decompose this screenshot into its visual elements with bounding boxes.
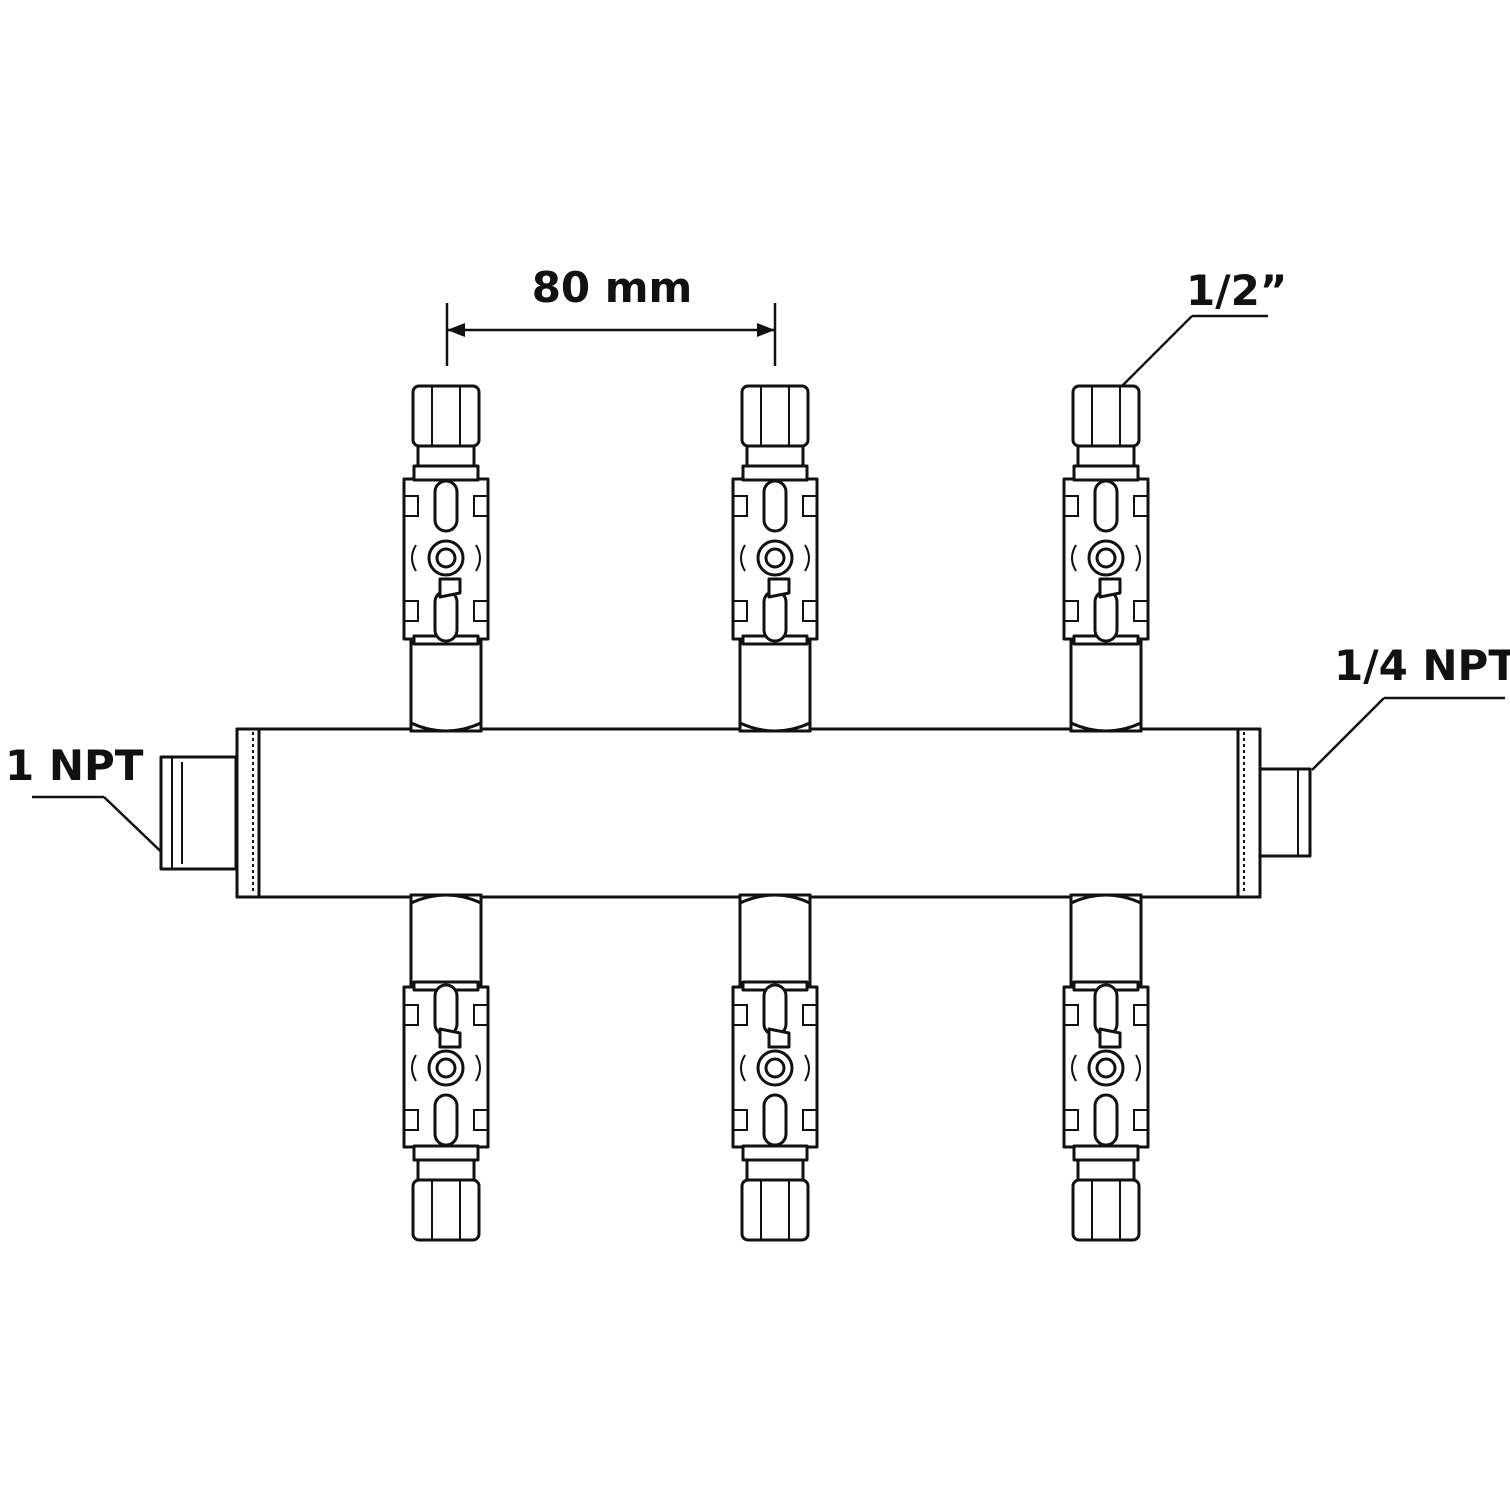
outlet-size-label: 1/2” (1186, 266, 1287, 315)
valve-top-1 (402, 384, 490, 733)
inlet-nipple (159, 755, 238, 871)
valve-top-3 (1062, 384, 1150, 733)
spacing-dimension: 80 mm (445, 263, 777, 366)
valve-bottom-1 (402, 893, 490, 1242)
end-thread-callout: 1/4 NPT (1311, 641, 1510, 771)
inlet-thread-label: 1 NPT (5, 741, 144, 790)
manifold-body (235, 727, 1262, 899)
spacing-label: 80 mm (532, 263, 693, 312)
valve-top-2 (731, 384, 819, 733)
outlet-size-callout: 1/2” (1117, 266, 1287, 391)
valve-bottom-3 (1062, 893, 1150, 1242)
inlet-thread-callout: 1 NPT (5, 741, 177, 867)
end-nipple (1258, 767, 1312, 858)
valve-bottom-2 (731, 893, 819, 1242)
end-thread-label: 1/4 NPT (1334, 641, 1510, 690)
